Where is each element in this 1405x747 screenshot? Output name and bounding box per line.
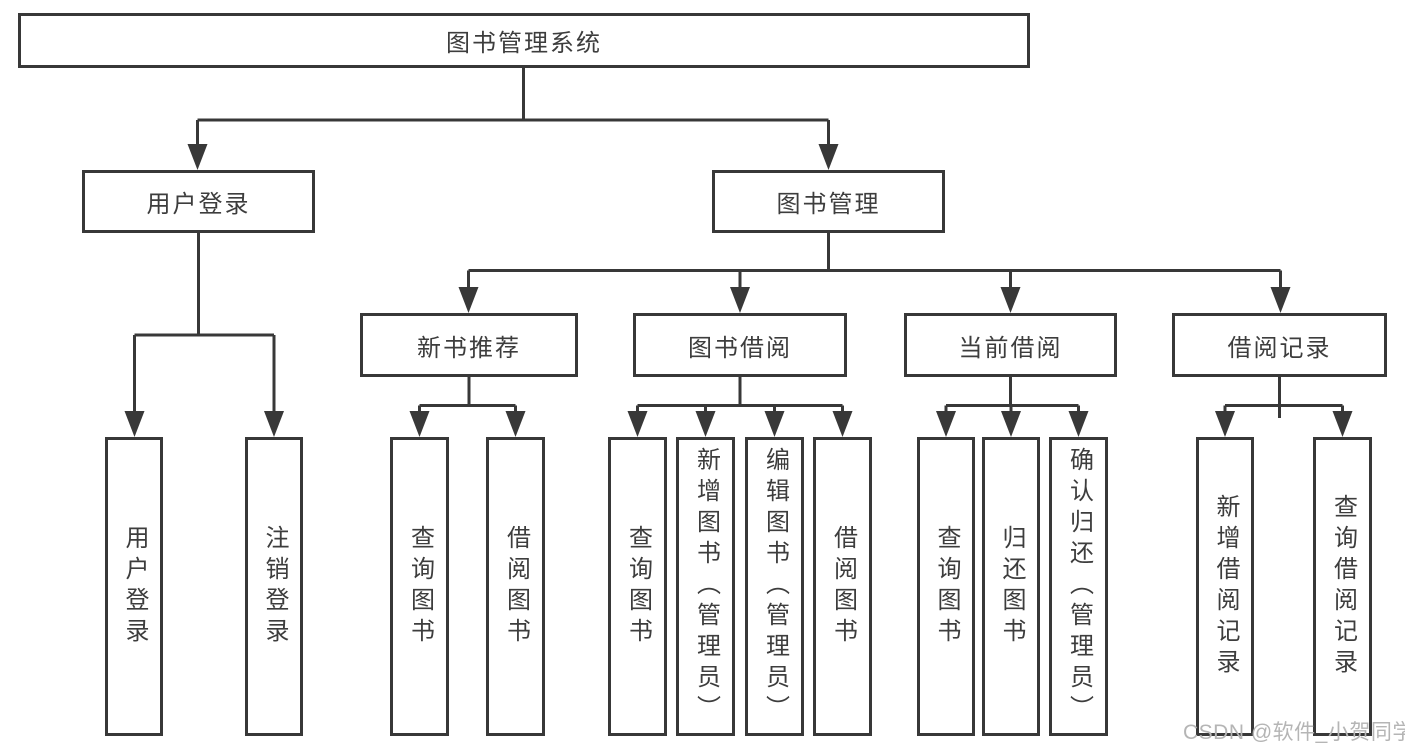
arrow-down-icon [1270, 287, 1291, 313]
leaf-cb-return-book-label: 归还图书 [998, 524, 1025, 649]
arrow-down-icon [124, 411, 145, 437]
arrow-down-icon [695, 411, 716, 437]
arrowheads [124, 144, 1353, 437]
arrow-down-icon [936, 411, 956, 437]
leaf-cb-query-book: 查询图书 [917, 437, 975, 736]
connector-new-book-branch [418, 377, 517, 418]
leaf-user-login-label: 用户登录 [121, 524, 148, 649]
connector-root-to-level2 [196, 68, 830, 148]
arrow-down-icon [1001, 411, 1021, 437]
node-borrow-records: 借阅记录 [1172, 313, 1387, 377]
connector-book-management-branch [467, 233, 1282, 292]
leaf-cb-confirm-return-admin-label: 确认归还（管理员） [1065, 447, 1093, 726]
leaf-bb-borrow-book-label: 借阅图书 [829, 524, 857, 649]
leaf-cb-query-book-label: 查询图书 [933, 524, 960, 649]
arrow-down-icon [832, 411, 853, 437]
leaf-cb-confirm-return-admin: 确认归还（管理员） [1049, 437, 1108, 736]
node-current-borrow: 当前借阅 [904, 313, 1117, 377]
node-current-borrow-label: 当前借阅 [958, 334, 1063, 362]
leaf-bb-query-book-label: 查询图书 [624, 524, 652, 649]
arrow-down-icon [264, 411, 284, 437]
arrow-down-icon [458, 287, 479, 313]
leaf-br-query-record-label: 查询借阅记录 [1329, 493, 1357, 680]
leaf-rec-query-book: 查询图书 [390, 437, 449, 736]
leaf-rec-borrow-book-label: 借阅图书 [502, 524, 530, 649]
leaf-bb-add-book-admin: 新增图书（管理员） [676, 437, 735, 736]
leaf-rec-query-book-label: 查询图书 [406, 524, 434, 649]
leaf-br-add-record: 新增借阅记录 [1196, 437, 1254, 736]
node-book-borrow: 图书借阅 [633, 313, 847, 377]
leaf-bb-query-book: 查询图书 [608, 437, 667, 736]
arrow-down-icon [187, 144, 208, 170]
node-book-management-label: 图书管理 [776, 191, 881, 218]
arrow-down-icon [818, 144, 839, 170]
leaf-br-add-record-label: 新增借阅记录 [1212, 493, 1239, 680]
leaf-bb-borrow-book: 借阅图书 [813, 437, 872, 736]
node-root-label: 图书管理系统 [446, 30, 602, 57]
leaf-br-query-record: 查询借阅记录 [1313, 437, 1372, 736]
node-user-login: 用户登录 [82, 170, 315, 233]
arrow-down-icon [1215, 411, 1235, 437]
arrow-down-icon [764, 411, 785, 437]
leaf-logout-login: 注销登录 [245, 437, 303, 736]
node-borrow-records-label: 借阅记录 [1227, 334, 1332, 362]
connector-user-login-branch [133, 233, 276, 416]
leaf-user-login: 用户登录 [105, 437, 163, 736]
node-book-borrow-label: 图书借阅 [688, 334, 792, 362]
node-new-book-recommend: 新书推荐 [360, 313, 578, 377]
connector-book-borrow-branch [636, 377, 844, 418]
leaf-bb-edit-book-admin: 编辑图书（管理员） [745, 437, 804, 736]
leaf-logout-login-label: 注销登录 [261, 524, 288, 649]
arrow-down-icon [1068, 411, 1089, 437]
connector-borrow-records-branch [1223, 377, 1344, 418]
leaf-rec-borrow-book: 借阅图书 [486, 437, 545, 736]
arrow-down-icon [505, 411, 526, 437]
node-new-book-recommend-label: 新书推荐 [417, 334, 521, 362]
node-book-management: 图书管理 [712, 170, 945, 233]
leaf-cb-return-book: 归还图书 [982, 437, 1040, 736]
node-root: 图书管理系统 [18, 13, 1030, 68]
csdn-watermark: CSDN @软件_小贺同学 [1183, 721, 1405, 744]
leaf-bb-edit-book-admin-label: 编辑图书（管理员） [761, 447, 789, 726]
arrow-down-icon [409, 411, 430, 437]
leaf-bb-add-book-admin-label: 新增图书（管理员） [692, 447, 720, 726]
arrow-down-icon [627, 411, 648, 437]
arrow-down-icon [730, 287, 750, 313]
arrow-down-icon [1332, 411, 1353, 437]
arrow-down-icon [1000, 287, 1021, 313]
node-user-login-label: 用户登录 [146, 191, 251, 218]
